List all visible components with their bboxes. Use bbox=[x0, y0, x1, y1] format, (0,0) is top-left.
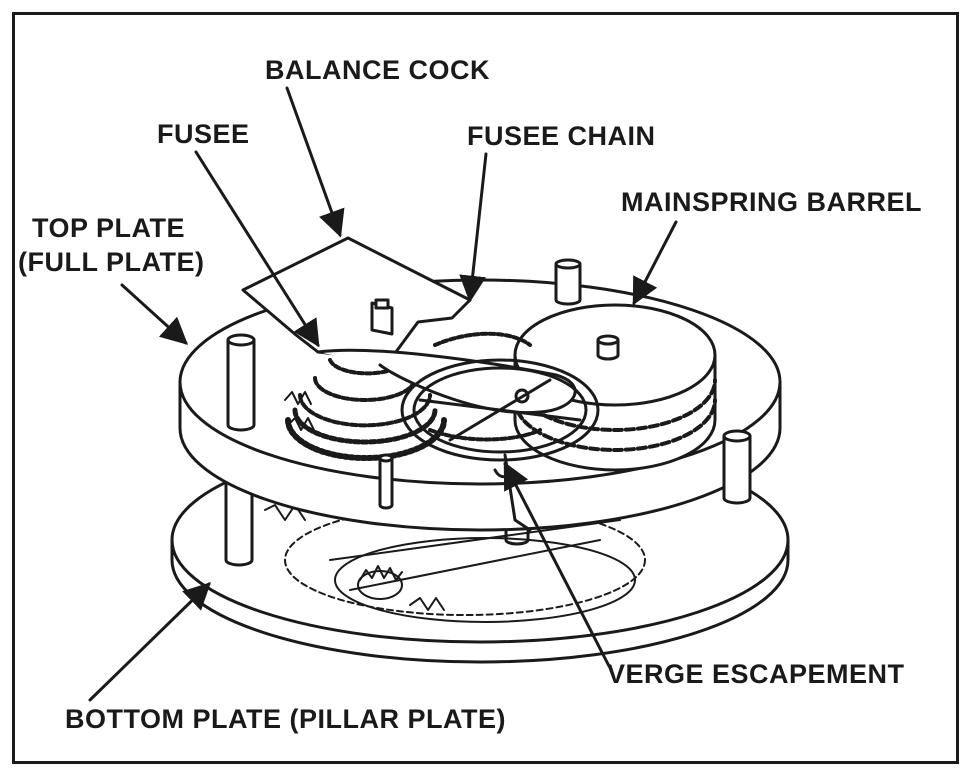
label-top-plate-line2: (FULL PLATE) bbox=[18, 247, 205, 277]
label-bottom-plate: BOTTOM PLATE (PILLAR PLATE) bbox=[65, 704, 506, 734]
label-balance-cock: BALANCE COCK bbox=[265, 55, 490, 85]
diagram-frame bbox=[12, 12, 959, 764]
label-fusee: FUSEE bbox=[157, 119, 250, 149]
contrate-wheel bbox=[284, 391, 315, 431]
label-top-plate: TOP PLATE (FULL PLATE) bbox=[18, 211, 204, 279]
fusee-chain-shape bbox=[428, 331, 542, 442]
label-verge-escapement: VERGE ESCAPEMENT bbox=[607, 659, 905, 689]
balance-wheel-shape bbox=[400, 358, 600, 462]
label-mainspring-barrel: MAINSPRING BARREL bbox=[621, 187, 923, 217]
pillar-tops bbox=[226, 258, 752, 505]
leader-arrows bbox=[88, 86, 678, 702]
label-fusee-chain: FUSEE CHAIN bbox=[467, 121, 656, 151]
arbors bbox=[378, 453, 394, 510]
label-top-plate-line1: TOP PLATE bbox=[32, 213, 186, 243]
